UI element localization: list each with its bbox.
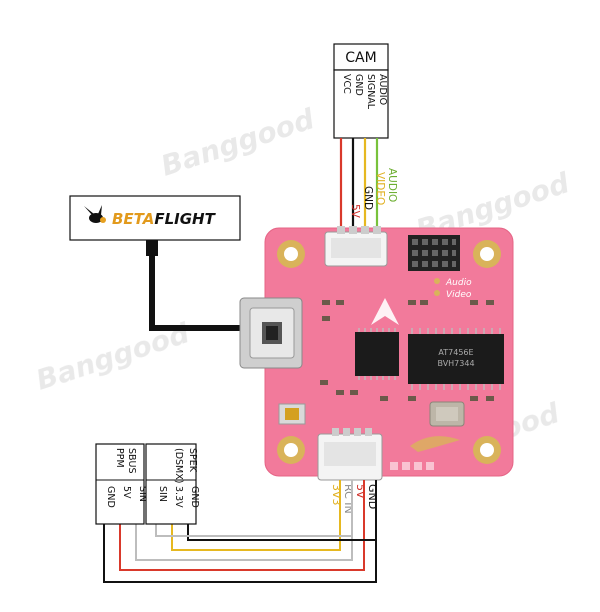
spek-label-sin: SIN [157, 486, 168, 502]
spek-label-3v3: 3.3V [173, 486, 184, 508]
cam-title-box [333, 43, 389, 71]
betaflight-box: BETAFLIGHT [69, 195, 241, 241]
osd-chip: AT7456E BVH7344 [408, 328, 504, 390]
cam-wire-label-audio: AUDIO [386, 168, 398, 202]
crystal [429, 401, 465, 427]
cam-pin-labels: AUDIO SIGNAL GND VCC [341, 74, 388, 110]
flight-controller-board: Audio Video AT7456E [239, 226, 514, 481]
cam-pins-box [333, 69, 389, 139]
pin-header [408, 235, 460, 271]
smd-components [320, 300, 494, 401]
silk-audio: Audio [445, 278, 472, 288]
spek-label-spek: SPEK [187, 448, 198, 473]
boot-button [278, 403, 306, 425]
sbus-label-sin: SIN [137, 486, 148, 502]
cam-jst-connector [324, 226, 388, 267]
micro-usb-port [239, 297, 303, 369]
mcu-chip [355, 328, 399, 380]
spek-label-dsmx: (DSMX) [173, 448, 184, 483]
rx-wire-labels: GND 5V RC IN 3V3 [330, 484, 379, 514]
usb-cable-plug [146, 240, 158, 256]
rx-wire-5v-sbus [119, 480, 365, 571]
sbus-label-5v: 5V [121, 486, 132, 499]
spek-box-frame [145, 443, 197, 525]
cam-wire-label-5v: 5V [349, 204, 361, 219]
rx-wire-rcin-sbus [135, 480, 353, 561]
betaflight-logo-a: BETAFLIGHT [112, 210, 217, 228]
cam-pin-gnd: GND [353, 74, 364, 96]
usb-cable [146, 240, 240, 331]
usb-cable-wire [149, 256, 240, 331]
cam-pin-vcc: VCC [341, 74, 352, 94]
rx-jst-connector [317, 428, 383, 481]
spek-dsmx-box: SPEK (DSMX) GND 3.3V SIN [145, 443, 200, 525]
sbus-label-gnd: GND [105, 486, 116, 508]
cam-module: CAM AUDIO SIGNAL GND VCC [333, 43, 389, 139]
rx-wires [103, 480, 377, 583]
cam-pin-signal: SIGNAL [365, 74, 376, 110]
mounting-holes [277, 240, 501, 464]
board-bottom-silk [390, 462, 434, 470]
watermark-1: Banggood [157, 102, 319, 183]
sbus-ppm-box: SBUS PPM SIN 5V GND [95, 443, 148, 525]
silk-video: Video [446, 290, 472, 300]
board-arrow-logo [371, 298, 399, 325]
rx-wire-gnd-sbus [103, 480, 377, 583]
cam-wire-label-video: VIDEO [374, 172, 386, 205]
cam-wires [339, 138, 379, 232]
sbus-label-sbus: SBUS [126, 448, 137, 474]
board-logo-swoosh [410, 436, 460, 452]
cam-wire-label-gnd: GND [362, 186, 374, 210]
osd-chip-text-2: BVH7344 [437, 359, 474, 368]
rx-wire-rcin-spek [155, 524, 352, 537]
spek-label-gnd: GND [189, 486, 200, 508]
cam-title: CAM [345, 50, 376, 66]
osd-chip-text-1: AT7456E [438, 348, 473, 357]
betaflight-logo-b: FLIGHT [154, 210, 216, 228]
cam-pin-audio: AUDIO [377, 74, 388, 105]
cam-wire-labels: AUDIO VIDEO GND 5V [349, 168, 398, 219]
sbus-box-frame [95, 443, 145, 525]
rx-label-3v3: 3V3 [330, 484, 343, 506]
betaflight-bee-icon [84, 205, 106, 223]
rx-wire-gnd-spek [187, 524, 376, 541]
sbus-label-ppm: PPM [114, 448, 125, 468]
av-silkscreen: Audio Video [434, 278, 472, 300]
